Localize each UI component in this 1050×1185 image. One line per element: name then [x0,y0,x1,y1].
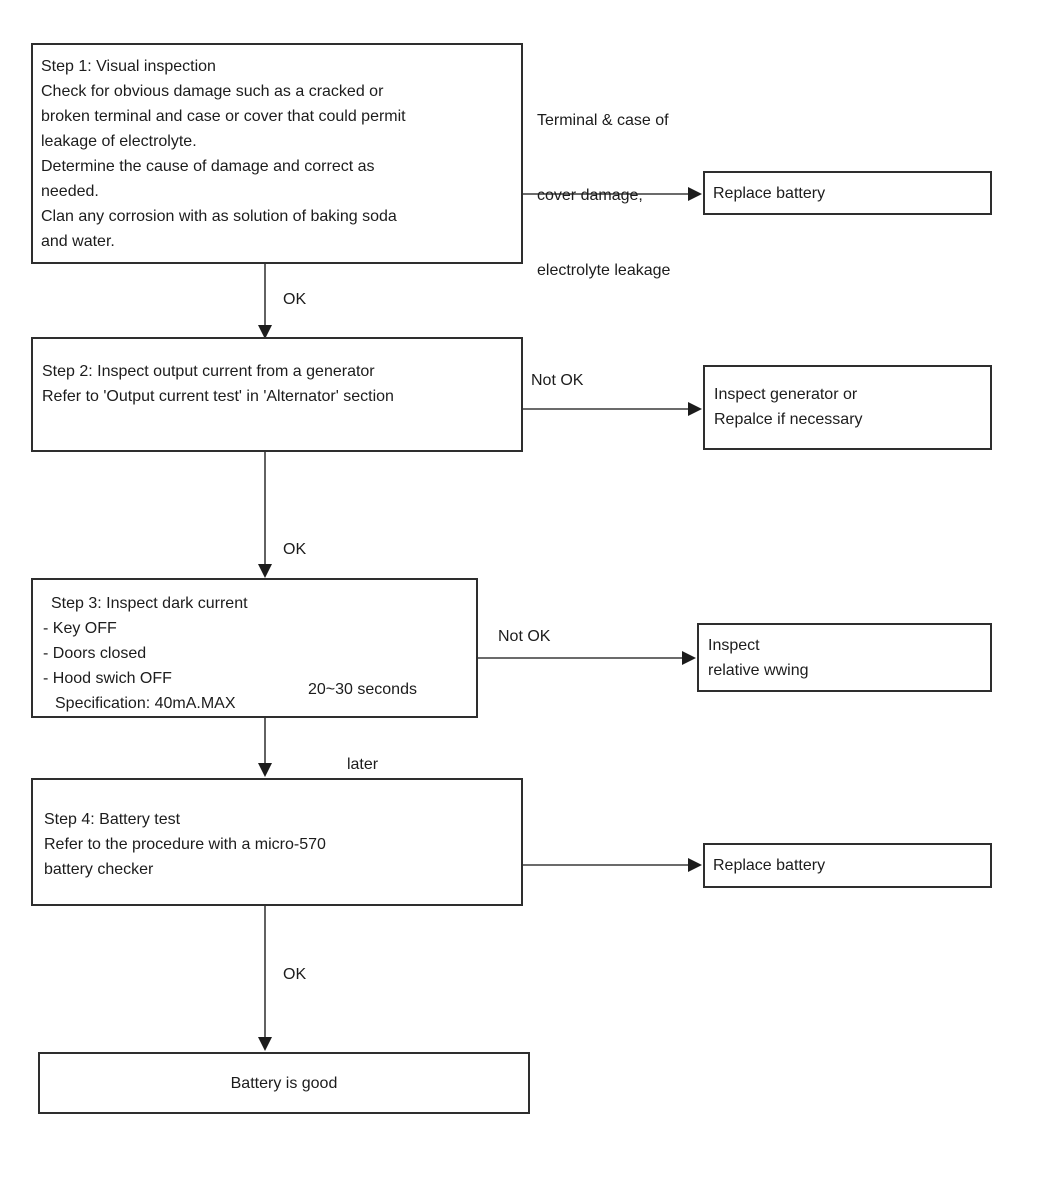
step3-title: Step 3: Inspect dark current [51,595,248,612]
inspect-wiring-line: relative wwing [708,662,809,679]
inspect-wiring-box: Inspect relative wwing [697,623,992,692]
not-ok-label-1: Not OK [531,372,584,389]
inspect-wiring-line: Inspect [708,637,760,654]
replace-battery-2-box: Replace battery [703,843,992,888]
side-note-line: Terminal & case of [537,112,669,129]
step2-box: Step 2: Inspect output current from a ge… [31,337,523,452]
arrow-step3-to-inspect-wiring [478,651,696,665]
side-note-line: cover damage, [537,187,643,204]
replace-battery-1-label: Replace battery [713,184,826,202]
step2-text-line: Step 2: Inspect output current from a ge… [42,363,375,380]
arrow-step1-to-step2 [258,264,272,339]
arrow-step3-to-step4 [258,718,272,777]
arrow-step4-to-battery-good [258,906,272,1051]
timing-note-line: later [346,756,379,773]
step1-text-line: Step 1: Visual inspection [41,58,216,75]
ok-label-3: OK [283,966,307,983]
inspect-generator-line: Inspect generator or [714,386,858,403]
step1-box: Step 1: Visual inspection Check for obvi… [31,43,523,264]
replace-battery-2-label: Replace battery [713,857,826,874]
step1-text-line: leakage of electrolyte. [41,133,197,150]
not-ok-label-2: Not OK [498,628,551,645]
arrow-step4-to-replace-battery-2 [523,858,702,872]
step1-text-line: broken terminal and case or cover that c… [41,108,406,125]
battery-good-label: Battery is good [230,1074,338,1092]
step3-item: - Hood swich OFF [43,670,172,687]
inspect-generator-box: Inspect generator or Repalce if necessar… [703,365,992,450]
step4-text-line: Refer to the procedure with a micro-570 [44,836,326,853]
inspect-generator-line: Repalce if necessary [714,411,863,428]
side-note: Terminal & case of cover damage, electro… [537,58,670,333]
timing-note-line: 20~30 seconds [308,681,417,698]
ok-label-2: OK [283,541,307,558]
step3-spec: Specification: 40mA.MAX [55,695,236,712]
step4-text-line: Step 4: Battery test [44,811,181,828]
step3-item: - Doors closed [43,645,147,662]
battery-good-box: Battery is good [38,1052,530,1114]
step3-item: - Key OFF [43,620,117,637]
replace-battery-1-box: Replace battery [703,171,992,215]
step1-text-line: Check for obvious damage such as a crack… [41,83,384,100]
step4-text-line: battery checker [44,861,154,878]
ok-label-1: OK [283,291,307,308]
step1-text-line: Clan any corrosion with as solution of b… [41,208,397,225]
step1-text-line: and water. [41,233,115,250]
step1-text-line: needed. [41,183,99,200]
timing-note: 20~30 seconds later [290,627,435,827]
step2-text-line: Refer to 'Output current test' in 'Alter… [42,388,394,405]
step3-box: Step 3: Inspect dark current - Key OFF -… [31,578,478,718]
step4-box: Step 4: Battery test Refer to the proced… [31,778,523,906]
arrow-step2-to-inspect-generator [523,402,702,416]
step1-text-line: Determine the cause of damage and correc… [41,158,375,175]
side-note-line: electrolyte leakage [537,262,671,279]
arrow-step1-to-replace-battery-1 [523,187,702,201]
arrow-step2-to-step3 [258,452,272,578]
